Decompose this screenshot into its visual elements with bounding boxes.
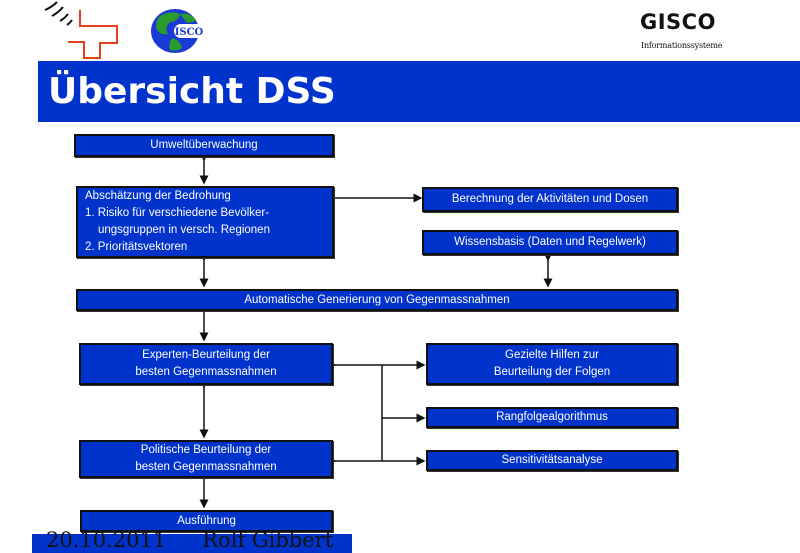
- node-item-1: 1. Risiko für verschiedene Bevölker-: [85, 207, 270, 219]
- node-label-line1: Experten-Beurteilung der: [142, 349, 270, 361]
- footer-date: 20.10.2011: [46, 528, 167, 552]
- brand-subtitle: Informationssysteme: [641, 41, 723, 50]
- svg-text:ISCO: ISCO: [175, 27, 204, 38]
- node-item-2: 2. Prioritätsvektoren: [85, 241, 188, 253]
- node-label: Ausführung: [177, 514, 236, 527]
- node-label: Sensitivitätsanalyse: [501, 454, 603, 466]
- node-ausfuehrung: Ausführung: [80, 510, 333, 532]
- node-label-line1: Gezielte Hilfen zur: [505, 349, 599, 361]
- node-experten-beurteilung: Experten-Beurteilung der besten Gegenmas…: [79, 343, 333, 385]
- node-label-line2: Beurteilung der Folgen: [493, 366, 611, 378]
- footer: 20.10.2011 Rolf Gibbert: [46, 528, 333, 552]
- gisco-globe-logo-icon: ISCO: [151, 9, 204, 53]
- node-label-line2: besten Gegenmassnahmen: [135, 461, 277, 473]
- node-berechnung: Berechnung der Aktivitäten und Dosen: [422, 187, 678, 212]
- node-label: Automatische Generierung von Gegenmassna…: [244, 293, 510, 306]
- title-bar: [38, 61, 800, 122]
- footer-author: Rolf Gibbert: [202, 528, 334, 552]
- footer-bar: [32, 534, 352, 553]
- node-item-1-cont: ungsgruppen in versch. Regionen: [98, 224, 270, 236]
- node-generierung: Automatische Generierung von Gegenmassna…: [76, 289, 678, 311]
- brand-name: GISCO: [640, 10, 716, 34]
- node-abschaetzung-bedrohung: Abschätzung der Bedrohung 1. Risiko für …: [76, 186, 334, 258]
- node-label-line1: Politische Beurteilung der: [140, 444, 272, 456]
- node-label: Rangfolgealgorithmus: [496, 411, 608, 423]
- page-title: Übersicht DSS: [48, 71, 336, 112]
- node-gezielte-hilfen: Gezielte Hilfen zur Beurteilung der Folg…: [426, 343, 678, 385]
- node-wissensbasis: Wissensbasis (Daten und Regelwerk): [422, 230, 678, 255]
- swiss-cross-signal-icon: [44, 1, 118, 59]
- node-label: Berechnung der Aktivitäten und Dosen: [451, 193, 649, 205]
- node-label-line2: besten Gegenmassnahmen: [135, 366, 277, 378]
- node-rangfolgealgorithmus: Rangfolgealgorithmus: [426, 407, 678, 428]
- node-umweltueberwachung: Umweltüberwachung: [74, 134, 334, 157]
- node-title: Abschätzung der Bedrohung: [85, 190, 231, 202]
- node-label: Umweltüberwachung: [150, 139, 258, 151]
- node-sensitivitaetsanalyse: Sensitivitätsanalyse: [426, 450, 678, 471]
- node-politische-beurteilung: Politische Beurteilung der besten Gegenm…: [79, 440, 333, 478]
- node-label: Wissensbasis (Daten und Regelwerk): [454, 236, 646, 248]
